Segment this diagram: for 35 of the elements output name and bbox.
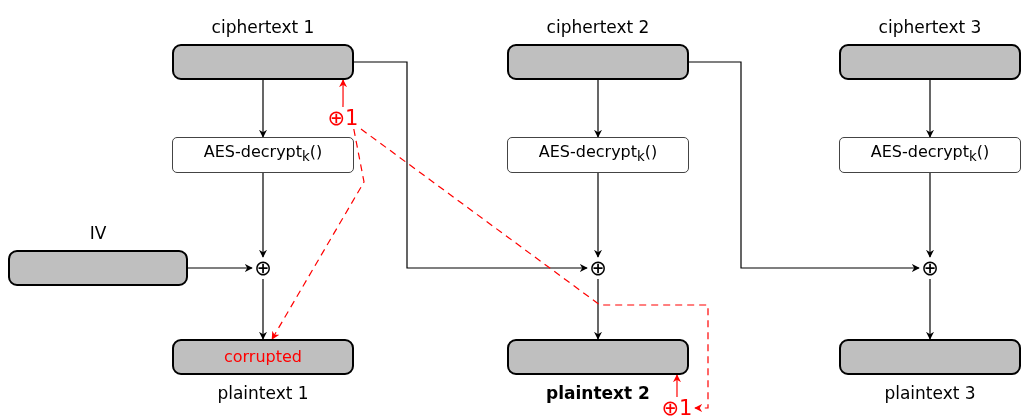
block-label: plaintext 1	[217, 383, 309, 403]
block-label: IV	[89, 223, 107, 243]
xor-symbol: ⊕	[919, 257, 941, 279]
decrypt-box	[507, 137, 689, 173]
arrow	[271, 128, 365, 340]
arrow	[594, 79, 602, 138]
bit-flip-label: ⊕1	[325, 107, 361, 129]
function-label: AES-decrypt$_{k}$()	[870, 142, 990, 167]
arrow	[259, 172, 267, 258]
bit-flip-label: ⊕1	[659, 397, 695, 419]
arrow	[353, 61, 588, 272]
arrow	[259, 278, 267, 340]
xor-symbol: ⊕	[587, 257, 609, 279]
arrow	[594, 172, 602, 258]
arrow	[360, 128, 709, 412]
arrow	[339, 79, 348, 108]
arrow	[673, 374, 681, 398]
block-label: ciphertext 3	[878, 17, 982, 37]
decrypt-box	[172, 137, 354, 173]
arrow	[594, 278, 602, 340]
arrow	[259, 79, 267, 138]
arrow	[926, 172, 934, 258]
block-label: ciphertext 2	[546, 17, 650, 37]
block-label: plaintext 2	[546, 383, 650, 403]
function-label: AES-decrypt$_{k}$()	[538, 142, 658, 167]
function-label: AES-decrypt$_{k}$()	[203, 142, 323, 167]
arrow	[926, 278, 934, 340]
arrow	[926, 79, 934, 138]
corrupted-label: corrupted	[224, 347, 302, 367]
xor-symbol: ⊕	[252, 257, 274, 279]
block-label: plaintext 3	[884, 383, 976, 403]
block-label: ciphertext 1	[211, 17, 315, 37]
arrow	[187, 264, 253, 272]
decrypt-box	[839, 137, 1021, 173]
arrow	[688, 61, 920, 272]
